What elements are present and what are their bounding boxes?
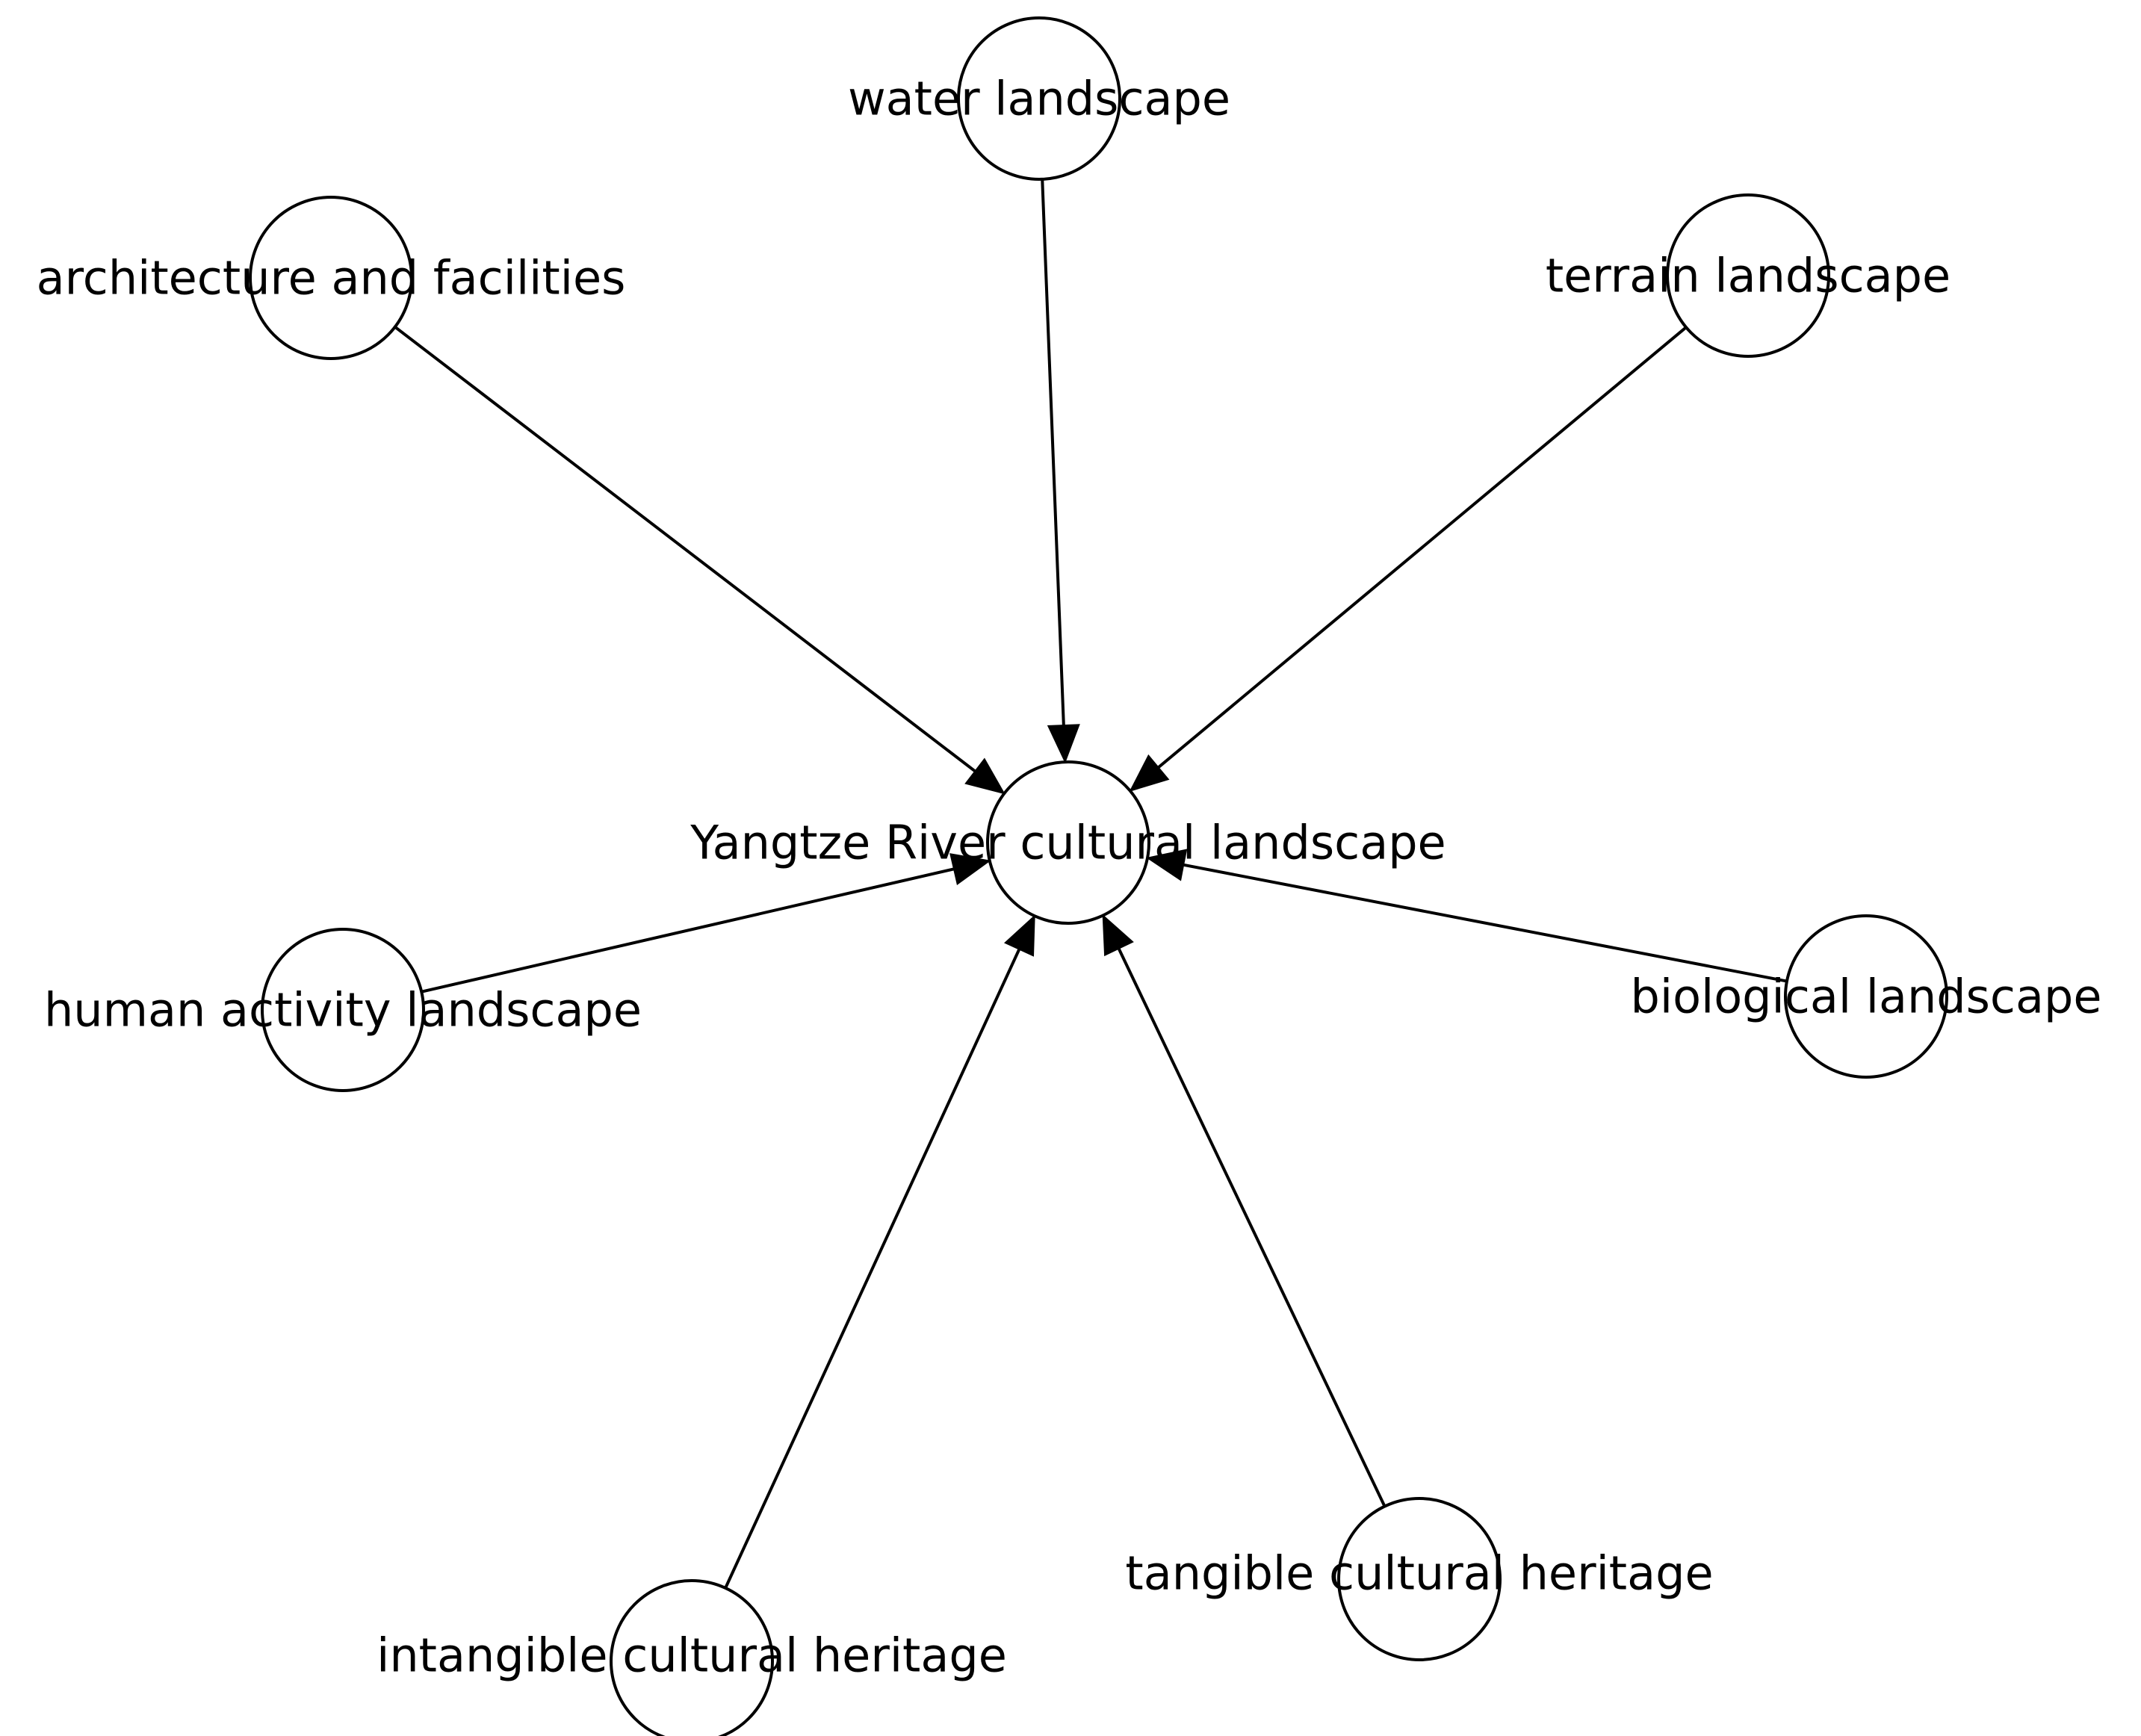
arrowhead-icon <box>1146 849 1188 881</box>
edge-line <box>1041 179 1066 730</box>
node-circle[interactable] <box>261 928 425 1092</box>
node-circle[interactable] <box>957 16 1121 181</box>
node-biological-landscape[interactable]: biological landscape <box>1630 914 2102 1079</box>
node-circle[interactable] <box>1784 914 1948 1079</box>
node-circle[interactable] <box>610 1579 774 1736</box>
arrowhead-icon <box>1129 754 1170 793</box>
edges-layer <box>394 179 1788 1589</box>
node-circle[interactable] <box>1337 1497 1502 1661</box>
edge-biological-to-yangtze <box>1146 849 1788 983</box>
node-architecture-and-facilities[interactable]: architecture and facilities <box>37 196 626 360</box>
node-label: terrain landscape <box>1546 249 1951 303</box>
edge-line <box>1115 944 1386 1507</box>
edge-human-to-yangtze <box>421 853 991 993</box>
edge-line <box>1179 862 1788 983</box>
node-label: Yangtze River cultural landscape <box>690 816 1446 870</box>
node-circle[interactable] <box>986 760 1150 925</box>
edge-line <box>421 867 958 993</box>
edge-line <box>394 326 979 775</box>
edge-intangible-to-yangtze <box>724 914 1035 1589</box>
node-water-landscape[interactable]: water landscape <box>848 16 1230 181</box>
node-label: human activity landscape <box>44 983 642 1038</box>
arrowhead-icon <box>1004 914 1035 957</box>
arrowhead-icon <box>1047 724 1080 764</box>
nodes-layer: Yangtze River cultural landscape water la… <box>37 16 2102 1736</box>
edge-terrain-to-yangtze <box>1129 326 1688 793</box>
node-circle[interactable] <box>1666 193 1830 358</box>
edge-line <box>1154 326 1688 772</box>
node-human-activity-landscape[interactable]: human activity landscape <box>44 928 642 1092</box>
node-yangtze-river-cultural-landscape[interactable]: Yangtze River cultural landscape <box>690 760 1446 925</box>
node-label: intangible cultural heritage <box>377 1628 1007 1683</box>
node-intangible-cultural-heritage[interactable]: intangible cultural heritage <box>377 1579 1007 1736</box>
node-terrain-landscape[interactable]: terrain landscape <box>1546 193 1951 358</box>
arrowhead-icon <box>1102 914 1134 957</box>
arrowhead-icon <box>964 757 1006 795</box>
node-label: tangible cultural heritage <box>1125 1546 1713 1601</box>
node-label: architecture and facilities <box>37 251 626 306</box>
arrowhead-icon <box>949 853 991 885</box>
node-tangible-cultural-heritage[interactable]: tangible cultural heritage <box>1125 1497 1714 1661</box>
edge-architecture-to-yangtze <box>394 326 1006 795</box>
node-circle[interactable] <box>249 196 413 360</box>
node-label: water landscape <box>848 72 1230 126</box>
edge-tangible-to-yangtze <box>1102 914 1386 1507</box>
edge-line <box>724 945 1023 1589</box>
edge-water-to-yangtze <box>1041 179 1080 764</box>
node-label: biological landscape <box>1630 970 2101 1024</box>
